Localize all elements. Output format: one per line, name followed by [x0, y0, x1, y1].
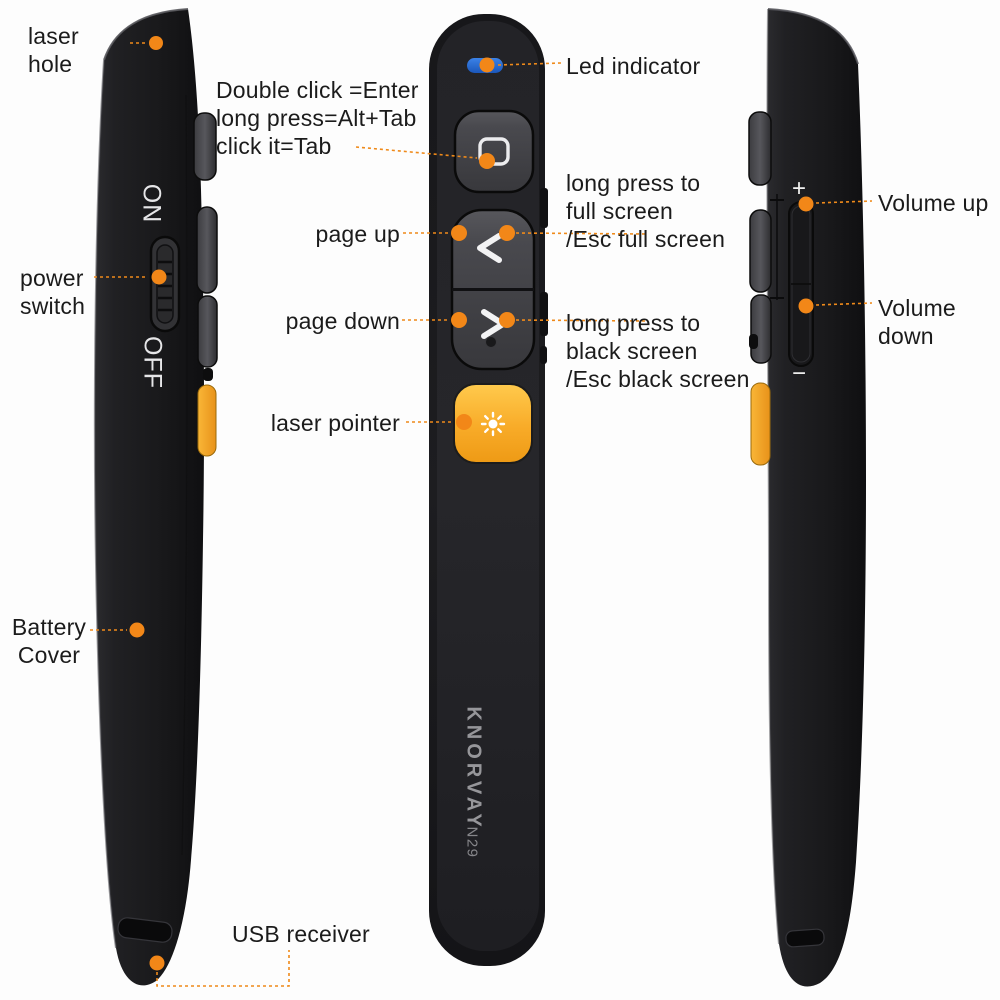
annotation-dot [798, 196, 814, 212]
right-device-body [767, 9, 866, 987]
annotation-tab-button [355, 146, 495, 169]
label-volume-down: Volume down [878, 294, 956, 350]
usb-slot [785, 928, 825, 948]
annotations [90, 36, 873, 987]
model-marking: N29 [463, 826, 481, 859]
annotation-laser-hole [130, 36, 163, 50]
left-device-top-highlight [103, 8, 189, 61]
annotation-dot [451, 312, 467, 328]
side-nub [540, 292, 548, 336]
label-line: black screen [566, 338, 698, 364]
laser-pointer-button [453, 383, 533, 464]
side-button-bump [197, 295, 218, 368]
label-line: down [878, 323, 934, 349]
page-up-chevron-icon [477, 233, 502, 263]
annotation-dot [479, 57, 495, 73]
label-line: long press=Alt+Tab [216, 105, 417, 131]
side-button-bump [193, 112, 217, 181]
side-button-bump [749, 209, 772, 293]
usb-slot [117, 917, 173, 943]
label-battery-cover: Battery Cover [8, 613, 90, 669]
volume-minus-marking: − [791, 360, 806, 387]
label-usb-receiver: USB receiver [232, 921, 370, 947]
annotation-battery-cover [90, 622, 145, 638]
annotation-usb-receiver [149, 950, 290, 987]
label-page-down: page down [285, 308, 400, 334]
label-line: long press to [566, 310, 701, 336]
label-power-switch: power switch [20, 264, 85, 320]
label-tab-button-note: Double click =Enter long press=Alt+Tab c… [216, 76, 419, 160]
left-device-body [94, 9, 205, 986]
side-button-bump [750, 294, 772, 364]
annotation-dot [129, 622, 145, 638]
annotation-line [156, 950, 290, 987]
side-button-bump [748, 111, 772, 186]
label-line: Cover [17, 642, 81, 668]
tab-button [453, 109, 535, 194]
label-line: /Esc full screen [566, 226, 726, 252]
annotation-volume-down [798, 298, 873, 314]
label-volume-up: Volume up [878, 190, 989, 216]
label-line: switch [20, 293, 86, 319]
label-line: /Esc black screen [566, 366, 750, 392]
label-line: Volume [878, 295, 956, 321]
annotation-page-down [402, 312, 646, 328]
annotation-dot [499, 225, 515, 241]
annotation-power-switch [94, 269, 167, 285]
label-line: laser [28, 23, 79, 49]
annotation-dot [798, 298, 814, 314]
side-nub [540, 188, 548, 228]
side-nub [749, 334, 758, 349]
left-device-face-crease [181, 94, 188, 856]
label-line: Double click =Enter [216, 77, 419, 103]
annotation-dot [149, 955, 165, 971]
left-device-edge-highlight [93, 59, 117, 949]
label-laser-hole: laser hole [28, 22, 79, 78]
label-page-up: page up [315, 221, 400, 247]
side-button-bump [196, 206, 218, 294]
annotation-line [497, 62, 562, 66]
label-line: power [20, 265, 84, 291]
laser-button-side-bump [750, 382, 771, 466]
right-side-view [748, 8, 866, 987]
annotation-page-up [403, 225, 646, 241]
label-full-screen-note: long press to full screen /Esc full scre… [566, 169, 725, 253]
volume-rocker-button [788, 201, 814, 367]
annotation-volume-up [798, 196, 873, 212]
annotation-laser-pointer [406, 414, 472, 430]
annotation-dot [456, 414, 472, 430]
annotation-dot [151, 269, 167, 285]
laser-button-side-bump [197, 384, 217, 457]
volume-plus-marking: + [791, 175, 806, 202]
annotation-dot [479, 153, 495, 169]
label-laser-pointer: laser pointer [270, 410, 400, 436]
side-nub [540, 346, 547, 364]
power-on-marking: ON [137, 183, 166, 224]
annotation-dot [149, 36, 163, 50]
label-line: long press to [566, 170, 701, 196]
left-side-view [93, 8, 218, 986]
power-off-marking: OFF [138, 336, 167, 389]
label-line: hole [28, 51, 73, 77]
annotation-dot [499, 312, 515, 328]
label-black-screen-note: long press to black screen /Esc black sc… [566, 309, 750, 393]
right-device-top-highlight [767, 8, 859, 65]
front-view [429, 14, 548, 966]
annotation-line [355, 146, 478, 159]
laser-burst-icon [480, 411, 506, 437]
side-nub [203, 368, 213, 381]
page-rocker-button [450, 208, 536, 371]
edge-groove [770, 194, 784, 300]
label-led-indicator: Led indicator [566, 53, 701, 79]
annotation-led [479, 57, 562, 73]
label-line: Battery [11, 614, 87, 640]
power-switch-slider [149, 235, 181, 333]
label-line: full screen [566, 198, 674, 224]
annotation-dot [451, 225, 467, 241]
label-line: click it=Tab [216, 133, 332, 159]
rocker-dot [485, 336, 497, 348]
